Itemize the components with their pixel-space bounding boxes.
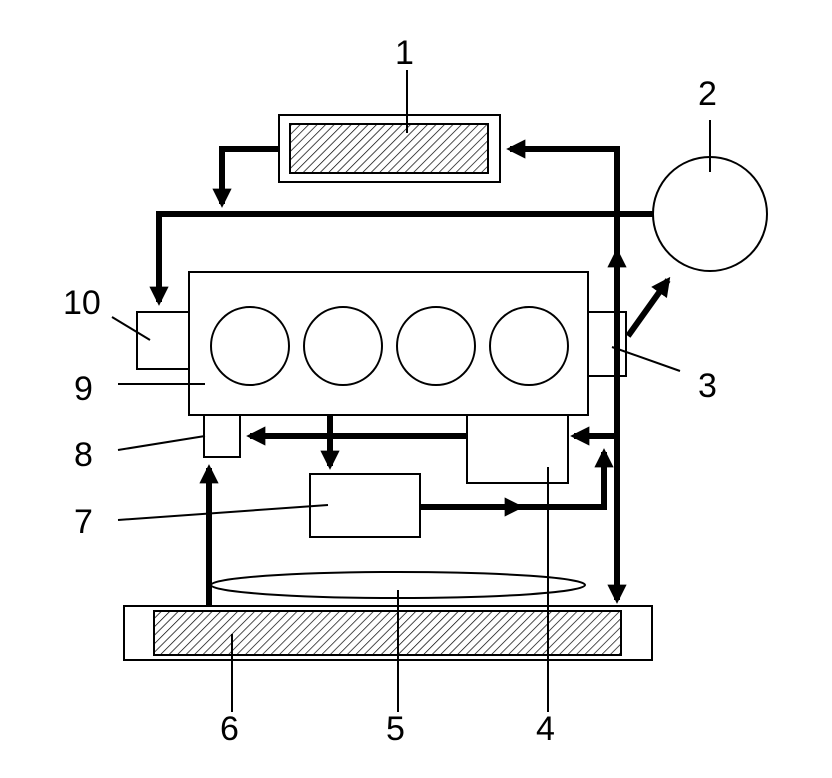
callout-1: 1 bbox=[395, 34, 414, 72]
callout-2: 2 bbox=[698, 75, 717, 113]
callout-7: 7 bbox=[74, 503, 93, 541]
throttle-heater bbox=[309, 473, 421, 538]
callout-8: 8 bbox=[74, 436, 93, 474]
oil-cooler bbox=[466, 414, 569, 484]
cylinder-bore bbox=[210, 306, 290, 386]
engine-block bbox=[188, 271, 589, 416]
heater-core bbox=[123, 605, 653, 661]
thermostat-housing bbox=[587, 311, 627, 377]
heater-valve bbox=[136, 311, 190, 370]
cylinder-bore bbox=[303, 306, 383, 386]
coolant-flow-lines bbox=[149, 139, 671, 606]
callout-9: 9 bbox=[74, 370, 93, 408]
callout-6: 6 bbox=[220, 710, 239, 748]
callout-4: 4 bbox=[536, 710, 555, 748]
cylinder-bore bbox=[396, 306, 476, 386]
water-pump bbox=[203, 414, 241, 458]
radiator bbox=[278, 114, 501, 183]
cylinder-bore bbox=[489, 306, 569, 386]
callout-5: 5 bbox=[386, 710, 405, 748]
callout-3: 3 bbox=[698, 367, 717, 405]
callout-10: 10 bbox=[63, 284, 101, 322]
expansion-tank bbox=[652, 156, 768, 272]
crankcase-outline bbox=[188, 396, 589, 416]
leader-lines bbox=[111, 70, 711, 712]
